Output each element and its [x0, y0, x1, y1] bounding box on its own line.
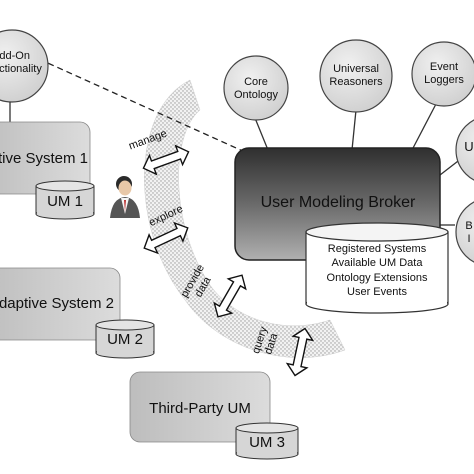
broker-db-contents: Registered Systems Available UM Data Ont… — [306, 242, 448, 299]
data-flow-ring — [144, 79, 346, 358]
universal-reasoners-line2: Reasoners — [329, 75, 383, 88]
addon-label-line2: Functionality — [0, 62, 42, 75]
addon-label-line1: Add-On — [0, 50, 30, 62]
core-ontology-label: Core Ontology — [226, 76, 286, 101]
explore-arrow — [143, 221, 189, 255]
connector-core — [254, 117, 269, 151]
adaptive-system-2-box — [0, 267, 121, 341]
um2-label: UM 2 — [107, 331, 143, 348]
core-ontology-line1: Core — [244, 76, 268, 88]
connector-loggers — [411, 103, 437, 151]
core-ontology-line2: Ontology — [233, 88, 279, 101]
event-loggers-line2: Loggers — [424, 73, 464, 86]
event-loggers-label: Event Loggers — [414, 61, 474, 86]
broker-label: User Modeling Broker — [260, 194, 416, 211]
right-service-circle-1 — [455, 119, 474, 181]
universal-reasoners-circle — [319, 39, 393, 113]
um3-cylinder — [235, 422, 299, 460]
manage-arrow — [142, 144, 190, 176]
right-service-2-line1: B — [465, 220, 473, 232]
event-loggers-line1: Event — [429, 61, 459, 73]
adaptive-system-2-label: Adaptive System 2 — [0, 295, 114, 312]
third-party-um-label: Third-Party UM — [149, 400, 251, 417]
user-icon — [110, 176, 140, 218]
um1-cylinder — [35, 180, 95, 220]
universal-reasoners-label: Universal Reasoners — [320, 63, 392, 88]
right-service-2-label: B I — [462, 220, 474, 245]
query-data-arrow — [285, 327, 315, 377]
right-service-1-label: U — [464, 139, 474, 154]
um2-cylinder — [95, 319, 155, 359]
right-service-circle-2 — [455, 201, 474, 263]
um3-label: UM 3 — [249, 434, 285, 451]
um1-label: UM 1 — [47, 193, 83, 210]
universal-reasoners-line1: Universal — [333, 63, 379, 75]
adaptive-system-1-box — [0, 121, 91, 195]
right-service-2-line2: I — [467, 232, 471, 245]
adaptive-system-1-label: Adaptive System 1 — [0, 150, 88, 167]
broker-db-line-registered: Registered Systems — [327, 243, 427, 255]
broker-db-line-events: User Events — [347, 285, 407, 298]
connector-reasoners — [351, 109, 357, 151]
broker-db-line-available: Available UM Data — [331, 257, 423, 270]
broker-db-line-ontology: Ontology Extensions — [326, 271, 428, 284]
core-ontology-circle — [223, 55, 289, 121]
event-loggers-circle — [411, 41, 474, 107]
addon-circle — [0, 29, 49, 103]
addon-label: Add-On Functionality — [0, 50, 44, 75]
broker-db-cylinder — [305, 222, 449, 314]
provide-data-arrow — [213, 274, 247, 318]
third-party-um-box — [129, 371, 271, 443]
